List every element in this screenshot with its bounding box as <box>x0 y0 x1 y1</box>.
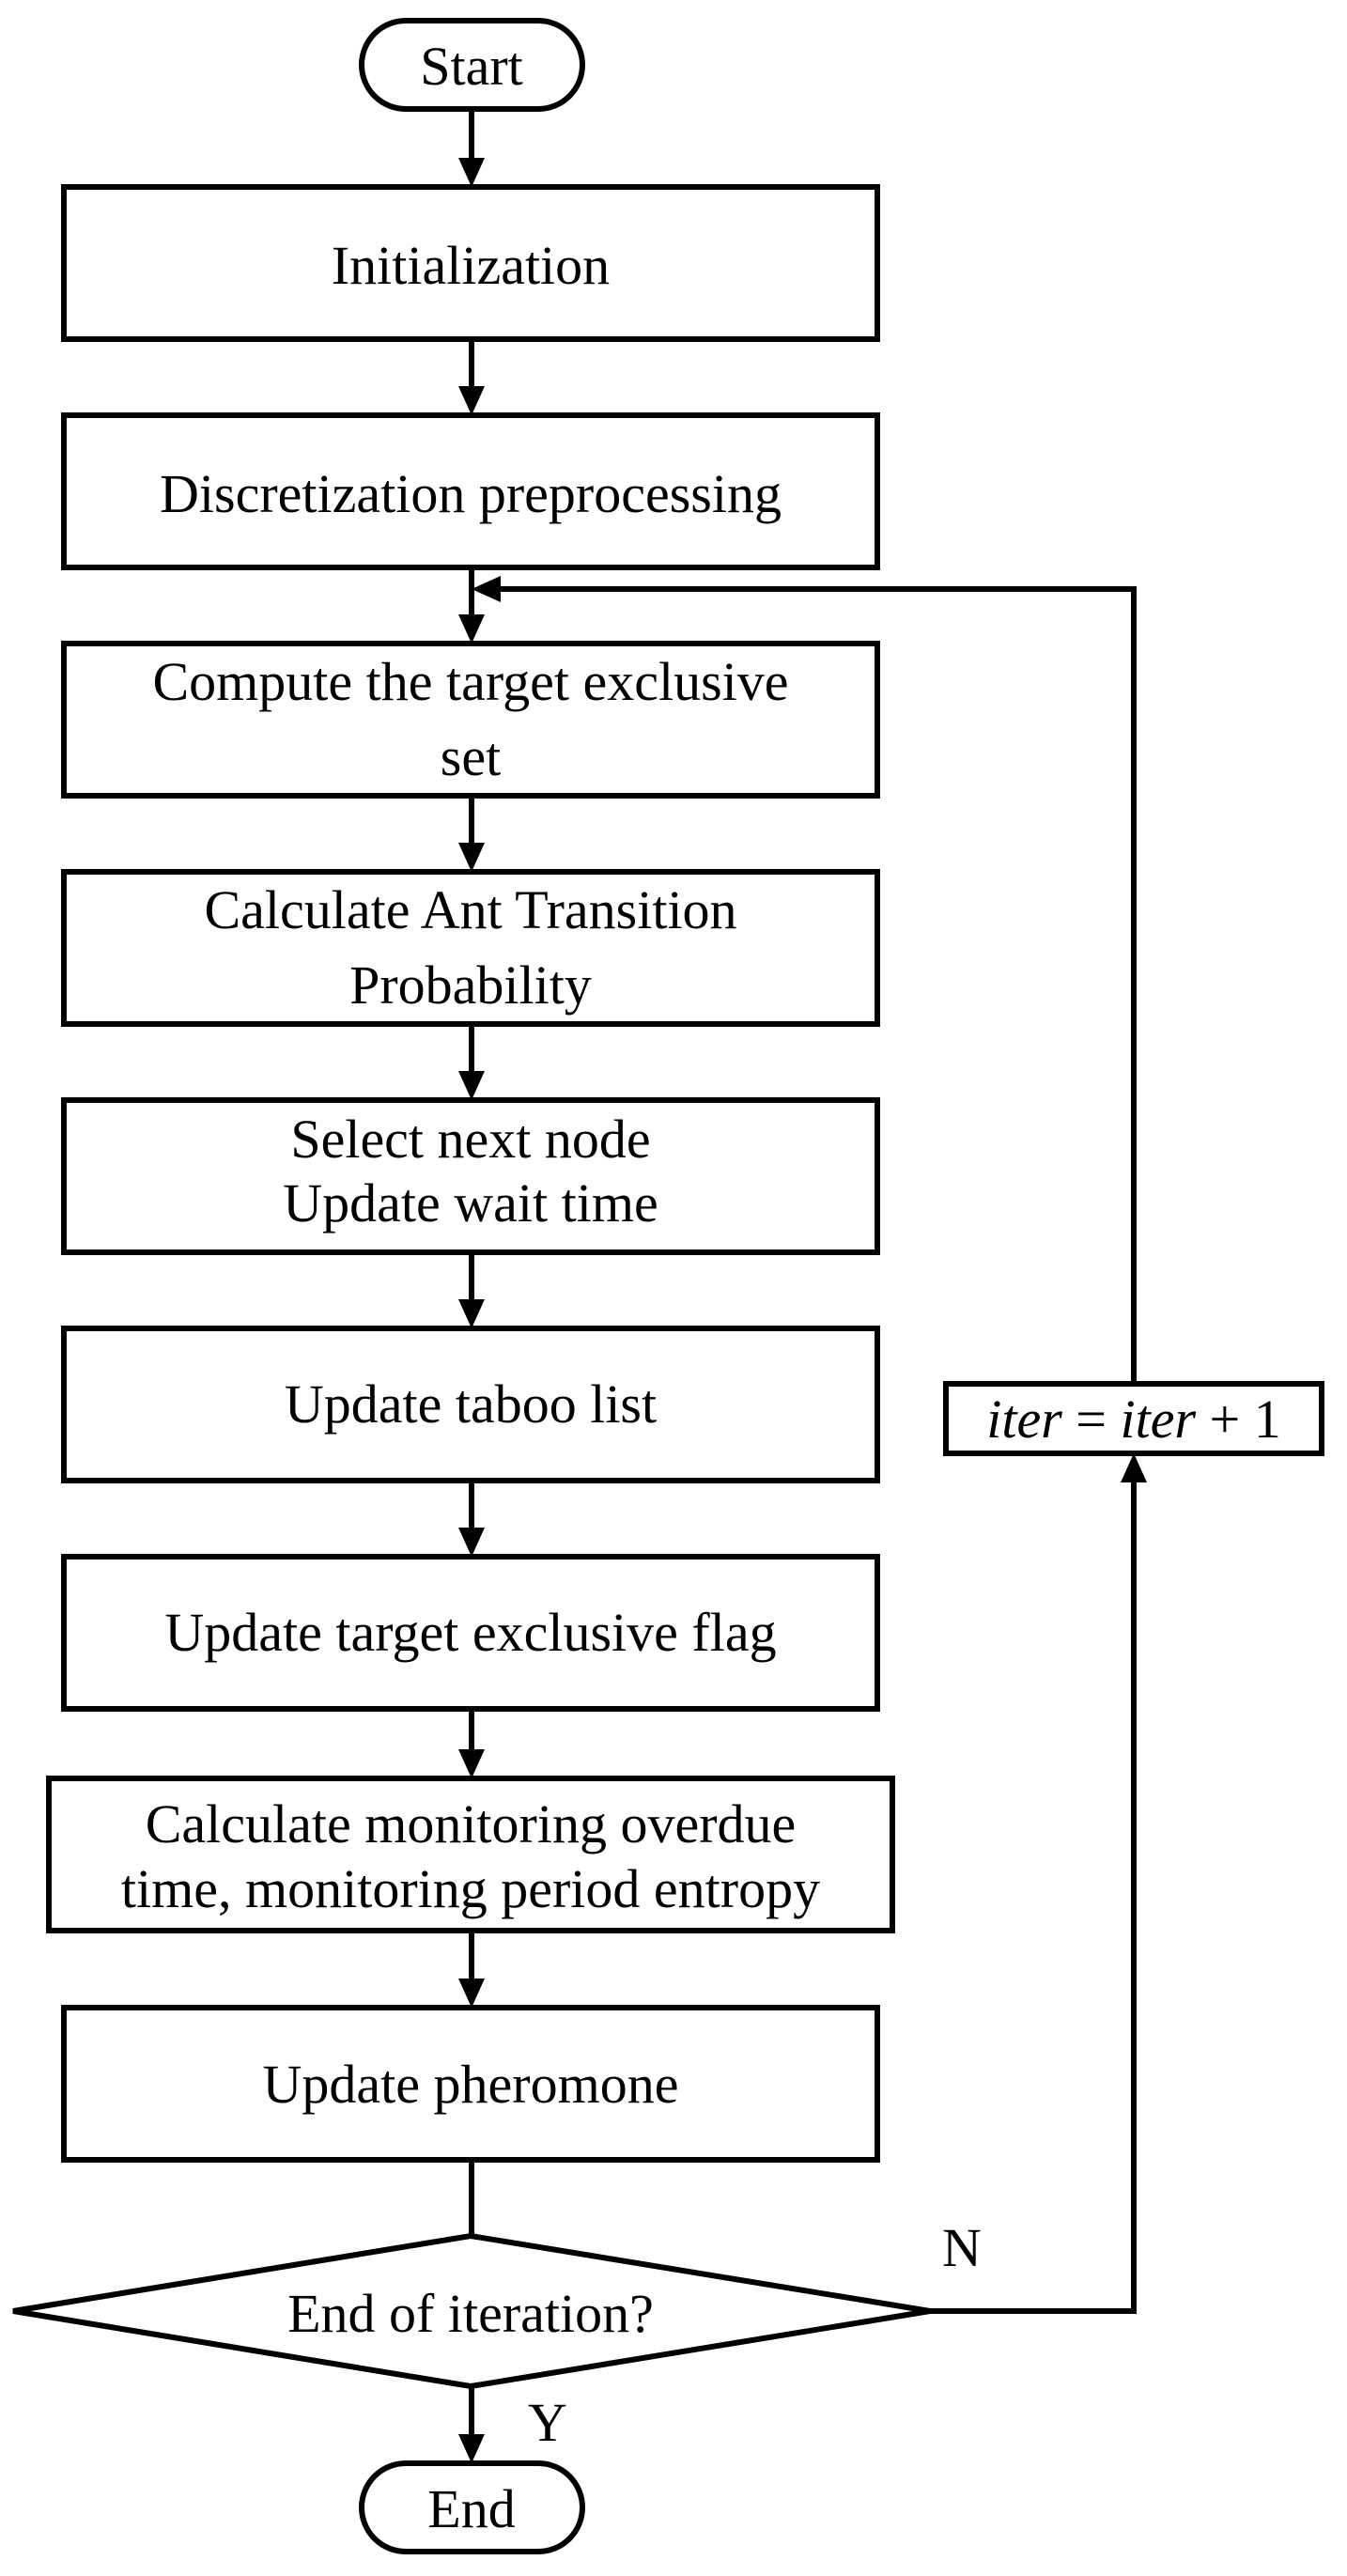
end-terminator: End <box>359 2460 585 2554</box>
step-transition-probability-line1: Calculate Ant Transition <box>204 879 736 940</box>
step-transition-probability: Calculate Ant Transition Probability <box>61 869 880 1027</box>
step-update-taboo-list: Update taboo list <box>61 1326 880 1483</box>
end-label: End <box>427 2478 515 2539</box>
step-calculate-monitoring-line1: Calculate monitoring overdue <box>146 1793 797 1854</box>
connectors <box>458 109 1147 2463</box>
arrowhead-icon <box>458 1528 485 1557</box>
arrowhead-icon <box>458 1299 485 1328</box>
step-initialization: Initialization <box>61 184 880 342</box>
step-update-pheromone-label: Update pheromone <box>263 2054 679 2115</box>
no-branch-label: N <box>942 2217 982 2278</box>
step-update-pheromone: Update pheromone <box>61 2005 880 2163</box>
step-transition-probability-line2: Probability <box>349 954 592 1016</box>
arrowhead-icon <box>458 614 485 644</box>
yes-branch-label: Y <box>528 2392 567 2453</box>
arrowhead-icon <box>458 2434 485 2463</box>
step-select-next-node-line2: Update wait time <box>283 1172 658 1234</box>
step-compute-exclusive-set: Compute the target exclusive set <box>61 641 880 799</box>
arrowhead-icon <box>458 1979 485 2008</box>
step-update-taboo-list-label: Update taboo list <box>285 1373 657 1435</box>
iteration-counter-label: iter = iter + 1 <box>986 1389 1281 1450</box>
step-calculate-monitoring-line2: time, monitoring period entropy <box>121 1858 820 1919</box>
arrowhead-icon <box>1121 1453 1147 1482</box>
step-select-next-node-line1: Select next node <box>290 1109 650 1170</box>
step-compute-exclusive-set-line1: Compute the target exclusive <box>152 651 788 712</box>
step-discretization-label: Discretization preprocessing <box>160 463 782 524</box>
arrowhead-icon <box>458 1749 485 1778</box>
step-calculate-monitoring: Calculate monitoring overdue time, monit… <box>46 1776 895 1933</box>
arrowhead-icon <box>458 386 485 415</box>
arrowhead-icon <box>458 843 485 872</box>
step-compute-exclusive-set-line2: set <box>441 726 501 787</box>
step-discretization: Discretization preprocessing <box>61 412 880 570</box>
step-update-exclusive-flag-label: Update target exclusive flag <box>164 1602 776 1663</box>
step-initialization-label: Initialization <box>332 235 610 296</box>
start-label: Start <box>420 36 523 97</box>
step-select-next-node: Select next node Update wait time <box>61 1097 880 1255</box>
decision-end-of-iteration: End of iteration? <box>12 2232 931 2390</box>
arrowhead-icon <box>458 158 485 187</box>
start-terminator: Start <box>359 18 585 112</box>
decision-label: End of iteration? <box>287 2283 654 2344</box>
arrowhead-icon <box>458 1071 485 1100</box>
arrowhead-icon <box>472 576 501 602</box>
iteration-counter-box: iter = iter + 1 <box>943 1381 1324 1456</box>
step-update-exclusive-flag: Update target exclusive flag <box>61 1554 880 1712</box>
